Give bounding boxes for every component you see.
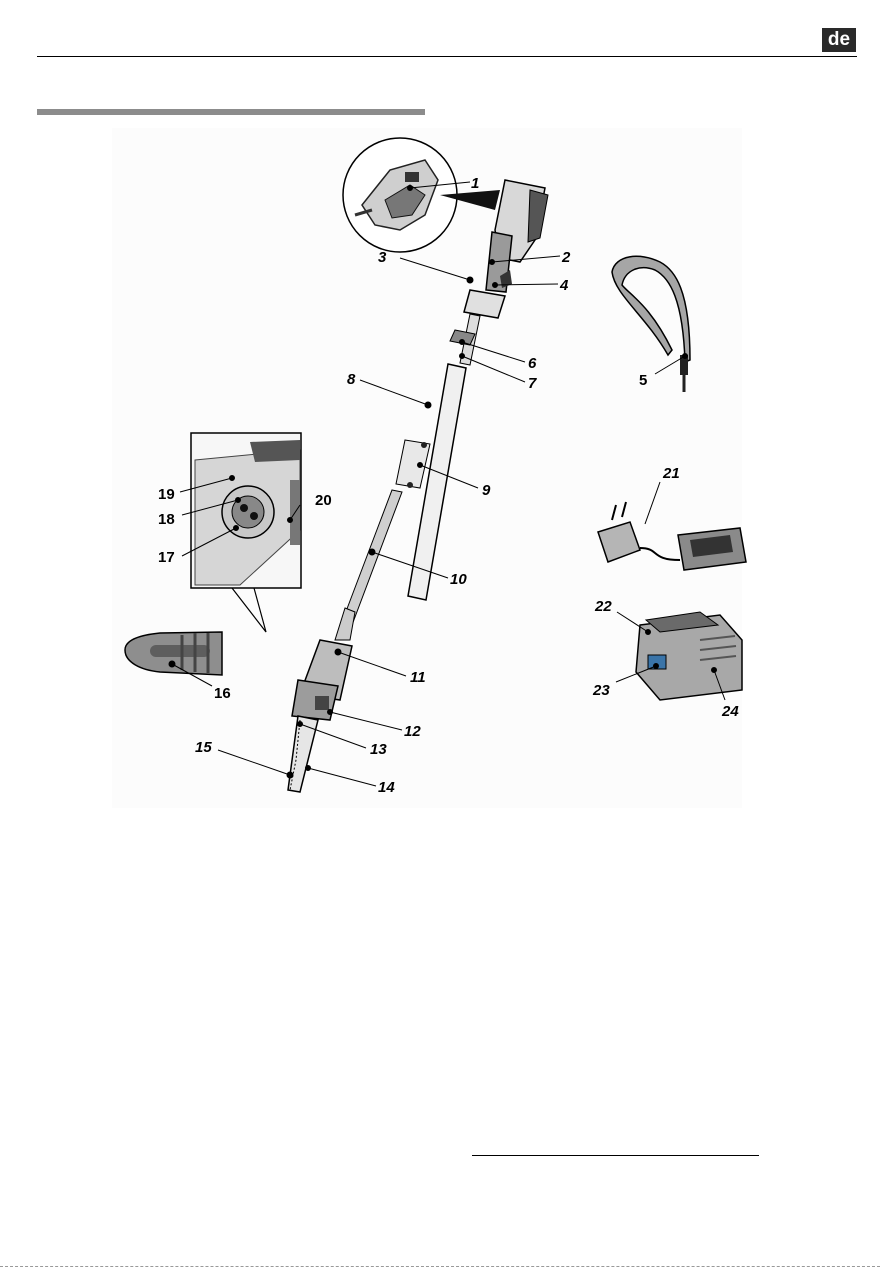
page-edge <box>0 1266 880 1267</box>
callout-11: 11 <box>410 669 426 686</box>
callout-12: 12 <box>404 723 421 740</box>
callout-8: 8 <box>347 371 356 388</box>
callout-18: 18 <box>158 511 175 528</box>
callout-21: 21 <box>662 465 680 482</box>
callout-2: 2 <box>561 249 571 266</box>
callout-20: 20 <box>315 492 332 509</box>
callout-14: 14 <box>378 779 395 796</box>
callout-10: 10 <box>450 571 467 588</box>
callout-5: 5 <box>639 372 647 389</box>
callout-23: 23 <box>592 682 610 699</box>
battery-pack <box>636 612 742 700</box>
callout-17: 17 <box>158 549 175 566</box>
callout-1: 1 <box>471 175 479 192</box>
callout-22: 22 <box>594 598 612 615</box>
callout-3: 3 <box>378 249 387 266</box>
callout-6: 6 <box>528 355 537 372</box>
callout-9: 9 <box>482 482 491 499</box>
callout-4: 4 <box>559 277 569 294</box>
callout-13: 13 <box>370 741 387 758</box>
callout-19: 19 <box>158 486 175 503</box>
callout-16: 16 <box>214 685 231 702</box>
footnote-rule <box>472 1155 759 1156</box>
callout-7: 7 <box>528 375 537 392</box>
callout-24: 24 <box>721 703 739 720</box>
callout-15: 15 <box>195 739 212 756</box>
